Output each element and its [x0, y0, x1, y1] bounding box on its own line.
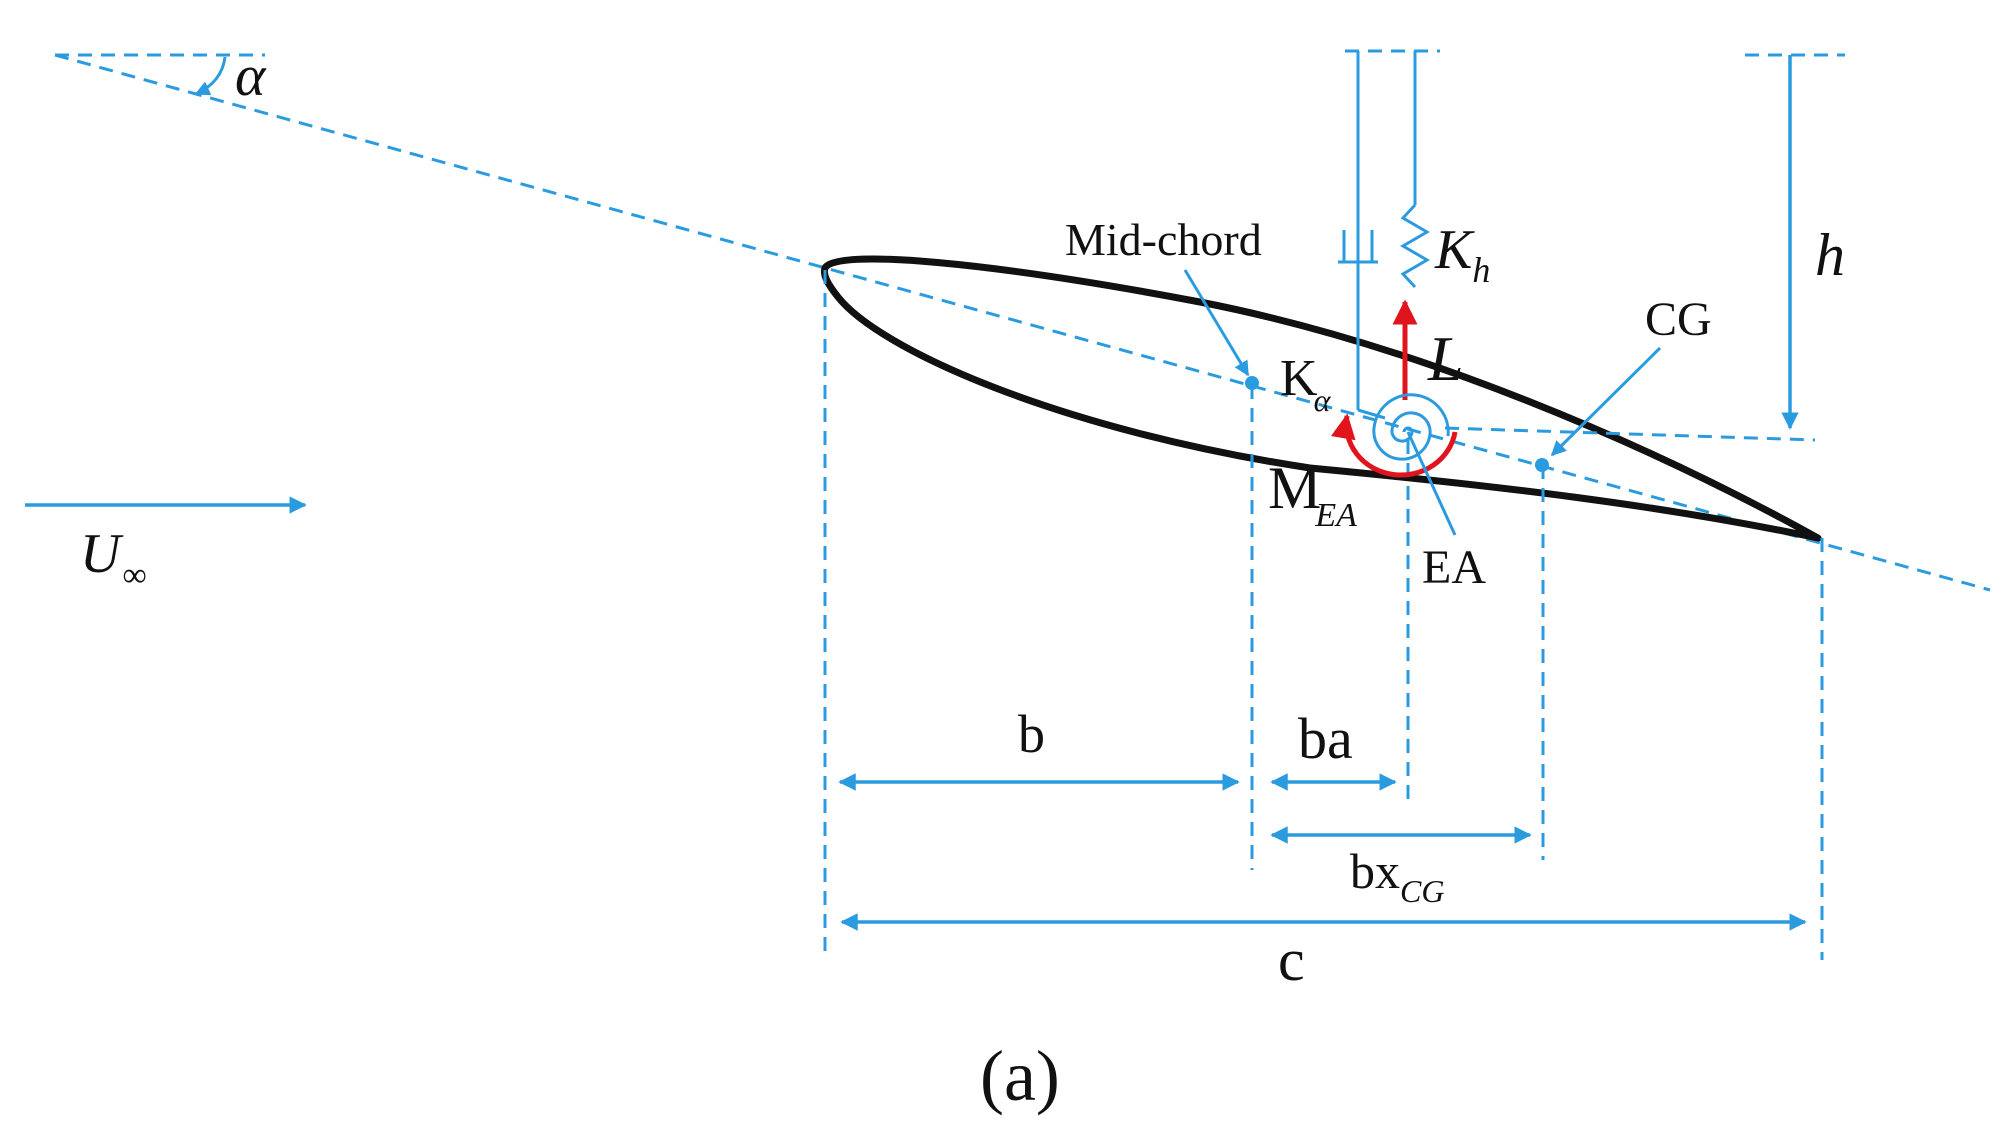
ea-label: EA: [1422, 541, 1486, 594]
mid-chord-point: [1245, 376, 1259, 390]
bx-cg-label: bxCG: [1350, 843, 1444, 909]
alpha-label: α: [235, 43, 267, 108]
mid-chord-label: Mid-chord: [1065, 214, 1262, 265]
k-h-label: Kh: [1434, 219, 1490, 290]
ea-horizontal-reference: [1444, 426, 1816, 442]
lift-label: L: [1427, 323, 1464, 394]
top-reference-lines: [55, 49, 1845, 57]
k-alpha-label: Kα: [1280, 350, 1332, 418]
mid-chord-leader: [1183, 269, 1250, 377]
cg-label: CG: [1645, 293, 1712, 346]
torsion-spring-icon: [1372, 393, 1450, 461]
moment-arrow: [1330, 413, 1458, 478]
c-label: c: [1278, 927, 1305, 993]
vertical-reference-lines: [823, 270, 1824, 960]
cg-leader: [1550, 346, 1662, 457]
b-label: b: [1018, 704, 1045, 764]
freestream-label: U∞: [80, 523, 147, 594]
chord-line: [54, 53, 1991, 592]
ea-leader-line: [1406, 431, 1457, 536]
moment-label: MEA: [1268, 455, 1357, 534]
alpha-angle-arc: [194, 56, 227, 96]
airfoil-outline: [820, 255, 1822, 542]
panel-label: (a): [980, 1036, 1060, 1116]
damper-icon: [1338, 51, 1378, 410]
heave-label: h: [1815, 222, 1845, 288]
heave-spring-icon: [1400, 51, 1430, 289]
torsion-spring-lead: [1357, 408, 1386, 420]
ba-label: ba: [1298, 706, 1353, 771]
cg-point: [1535, 458, 1549, 472]
